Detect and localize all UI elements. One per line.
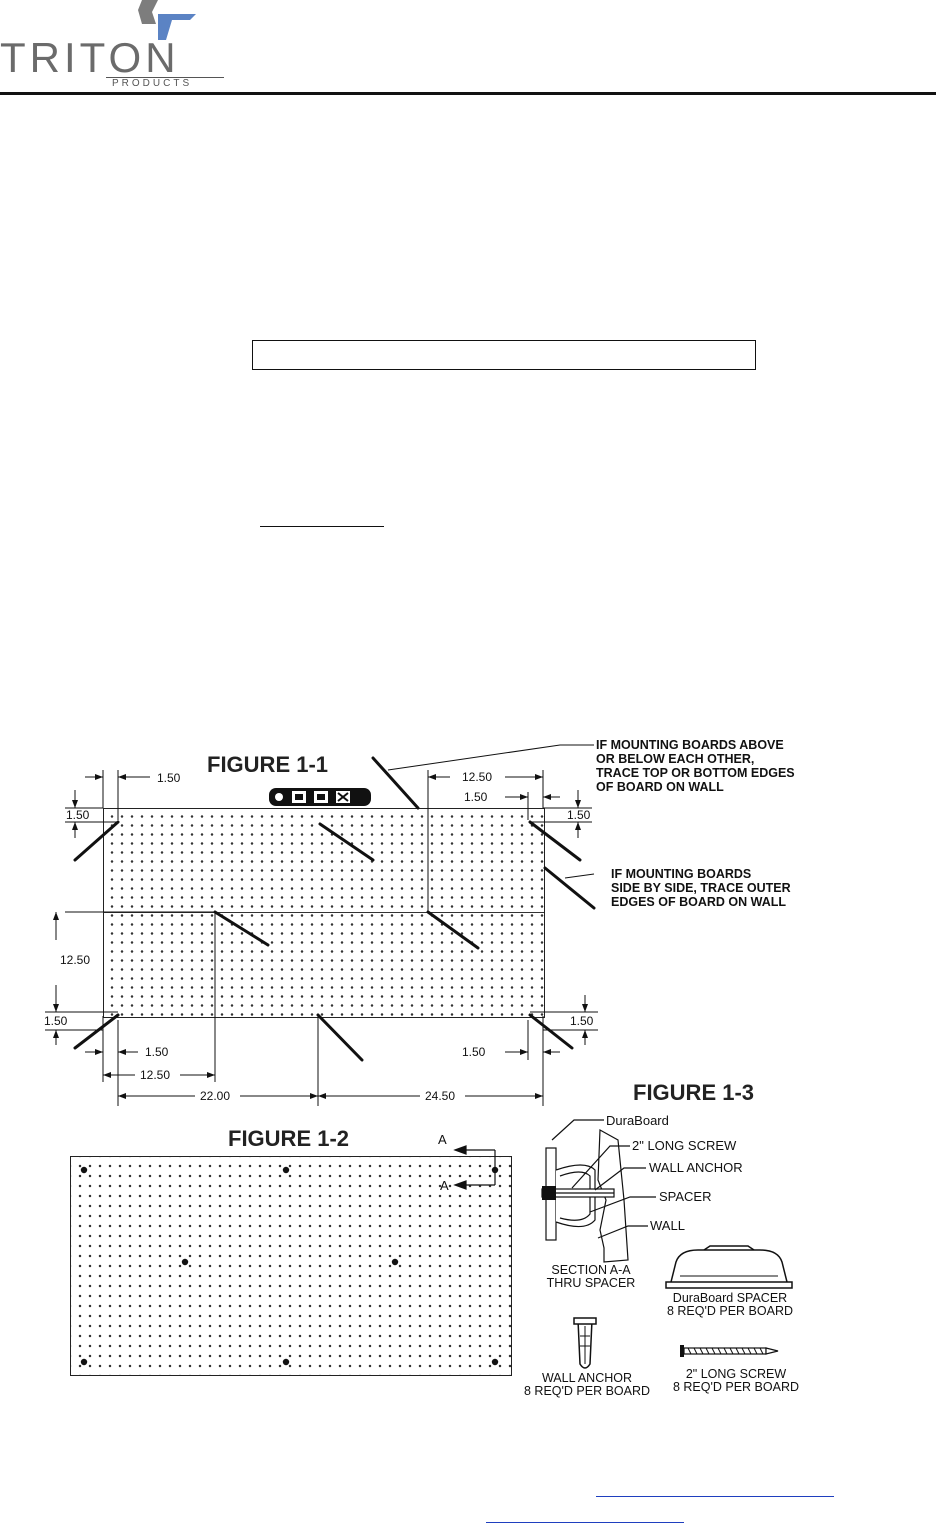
- logo-mark-icon: [138, 0, 196, 40]
- company-logo: TRITON PRODUCTS: [0, 0, 230, 92]
- dim-bottom-right-offset: 1.50: [462, 1045, 486, 1059]
- caption-line: THRU SPACER: [546, 1276, 636, 1290]
- section-marker-bottom: A: [440, 1178, 449, 1193]
- logo-underline: [106, 77, 224, 78]
- caption-line: DuraBoard SPACER: [672, 1291, 788, 1305]
- note-line: OR BELOW EACH OTHER,: [596, 752, 755, 766]
- dim-bottom-span-left: 22.00: [200, 1089, 231, 1103]
- header-rule: [0, 92, 936, 95]
- note-line: OF BOARD ON WALL: [596, 780, 724, 794]
- anchor-caption: WALL ANCHOR 8 REQ'D PER BOARD: [524, 1372, 650, 1398]
- dim-right-bottom-margin: 1.50: [570, 1014, 594, 1028]
- spacer-caption: DuraBoard SPACER 8 REQ'D PER BOARD: [660, 1292, 800, 1318]
- duraboard-spacer-icon: [665, 1245, 793, 1289]
- logo-wordmark: TRITON: [0, 34, 180, 81]
- footer-link-1[interactable]: [596, 1496, 834, 1497]
- note-line: IF MOUNTING BOARDS ABOVE: [596, 738, 784, 752]
- callout-wall: WALL: [650, 1218, 685, 1233]
- caption-line: 8 REQ'D PER BOARD: [524, 1384, 651, 1398]
- note-line: SIDE BY SIDE, TRACE OUTER: [611, 881, 791, 895]
- level-tool-icon: [269, 788, 371, 806]
- board-seam-line: [103, 912, 544, 913]
- caption-line: WALL ANCHOR: [541, 1371, 633, 1385]
- caption-line: 8 REQ'D PER BOARD: [672, 1380, 800, 1394]
- note-line: TRACE TOP OR BOTTOM EDGES: [596, 766, 795, 780]
- note-line: IF MOUNTING BOARDS: [611, 867, 752, 881]
- dim-top-left-offset: 1.50: [157, 771, 181, 785]
- logo-subtitle: PRODUCTS: [112, 78, 193, 89]
- figure-1-3-title: FIGURE 1-3: [633, 1080, 755, 1105]
- underline-rule: [260, 526, 384, 527]
- dimension-arrowheads: [53, 774, 588, 1099]
- dim-right-top-margin: 1.50: [567, 808, 591, 822]
- callout-spacer: SPACER: [659, 1189, 712, 1204]
- figure-1-2-title: FIGURE 1-2: [228, 1126, 350, 1151]
- dim-top-right-span: 12.50: [462, 770, 493, 784]
- caption-line: 2" LONG SCREW: [685, 1367, 787, 1381]
- callout-screw: 2" LONG SCREW: [632, 1138, 737, 1153]
- dim-top-right-offset: 1.50: [464, 790, 488, 804]
- callout-wall-anchor: WALL ANCHOR: [649, 1160, 743, 1175]
- note-above-below: IF MOUNTING BOARDS ABOVE OR BELOW EACH O…: [596, 738, 795, 794]
- dim-left-top-margin: 1.50: [66, 808, 90, 822]
- pencil-marks: [73, 756, 596, 1062]
- dim-left-vertical-span: 12.50: [60, 953, 91, 967]
- note-line: EDGES OF BOARD ON WALL: [611, 895, 786, 909]
- caption-line: 8 REQ'D PER BOARD: [666, 1304, 794, 1318]
- screw-caption: 2" LONG SCREW 8 REQ'D PER BOARD: [666, 1368, 806, 1394]
- callout-duraboard: DuraBoard: [606, 1113, 669, 1128]
- pegboard-figure-1-2: [70, 1156, 512, 1376]
- footer-link-2[interactable]: [486, 1522, 684, 1523]
- empty-text-box: [252, 340, 756, 370]
- dim-bottom-span-right: 24.50: [425, 1089, 456, 1103]
- figure-1-1-title: FIGURE 1-1: [207, 752, 329, 777]
- note-side-by-side: IF MOUNTING BOARDS SIDE BY SIDE, TRACE O…: [611, 867, 791, 909]
- long-screw-icon: [680, 1345, 779, 1357]
- dim-bottom-left-span: 12.50: [140, 1068, 171, 1082]
- dim-bottom-left-offset: 1.50: [145, 1045, 169, 1059]
- dim-left-bottom-margin: 1.50: [44, 1014, 68, 1028]
- section-caption: SECTION A-A THRU SPACER: [546, 1264, 636, 1290]
- pegboard-figure-1-1: [103, 808, 545, 1018]
- wall-anchor-icon: [573, 1317, 597, 1369]
- caption-line: SECTION A-A: [551, 1263, 631, 1277]
- section-marker-top: A: [438, 1132, 447, 1147]
